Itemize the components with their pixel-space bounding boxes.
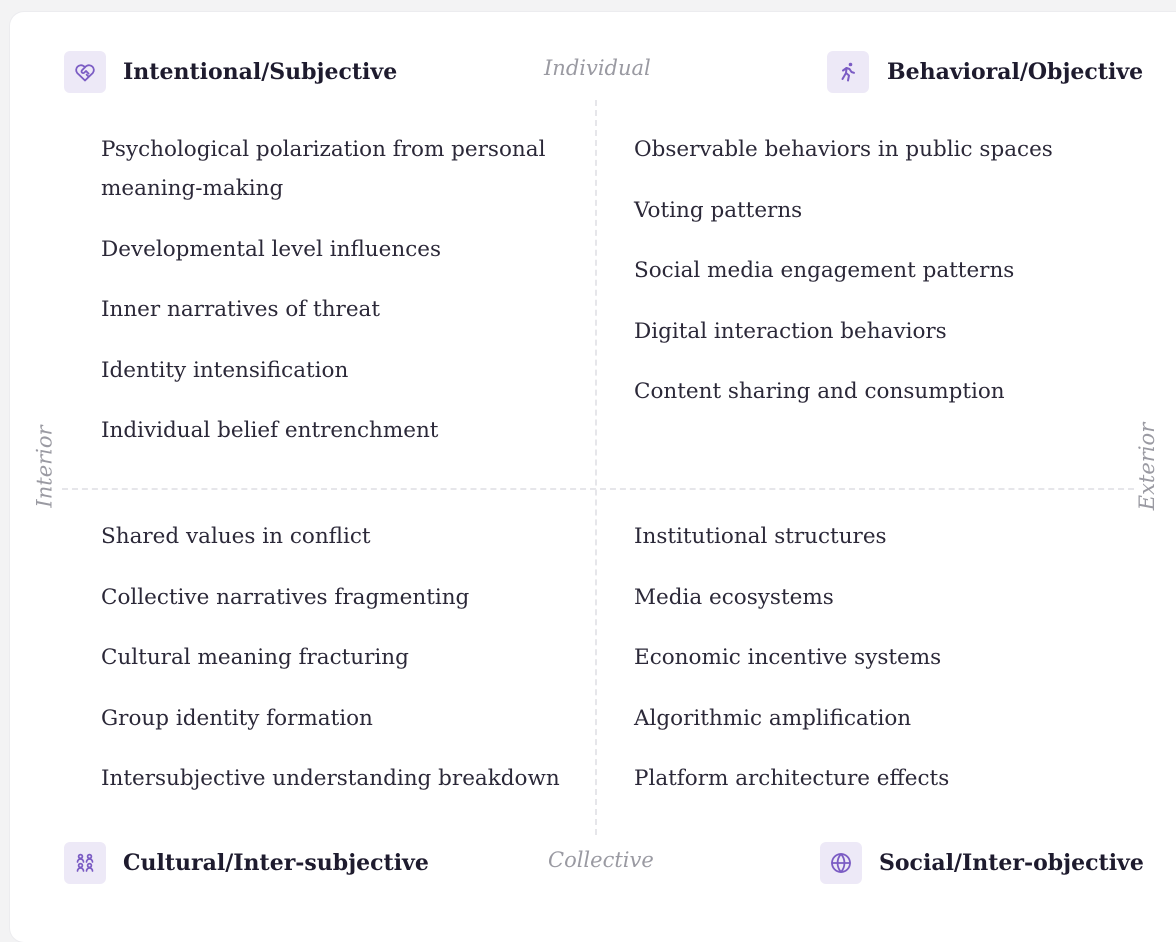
list-item: Developmental level influences	[101, 236, 442, 262]
list-item: Platform architecture effects	[634, 766, 950, 791]
list-item: Inner narratives of threat	[101, 297, 380, 322]
list-item: Observable behaviors in public spaces	[634, 137, 1053, 162]
axis-label-exterior: Exterior	[1135, 422, 1160, 511]
quadrant-list-behavioral: Observable behaviors in public spaces Vo…	[634, 130, 1104, 433]
quadrant-title-cultural: Cultural/Inter-subjective	[123, 850, 429, 876]
globe-icon	[820, 842, 862, 884]
quadrant-title-social: Social/Inter-objective	[879, 850, 1144, 876]
quadrant-list-cultural: Shared values in conflict Collective nar…	[101, 517, 581, 820]
axis-label-collective: Collective	[548, 848, 654, 872]
list-item: Shared values in conflict	[101, 524, 371, 549]
running-person-icon	[827, 51, 869, 93]
axis-label-individual: Individual	[544, 56, 651, 80]
quadrant-title-intentional: Intentional/Subjective	[123, 59, 398, 85]
list-item: Individual belief entrenchment	[101, 418, 439, 443]
quadrant-title-behavioral: Behavioral/Objective	[887, 59, 1144, 85]
list-item: Institutional structures	[634, 524, 887, 549]
horizontal-divider	[62, 488, 1134, 490]
quadrant-list-intentional: Psychological polarization from personal…	[101, 130, 571, 472]
list-item: Content sharing and consumption	[634, 379, 1005, 404]
group-icon	[64, 842, 106, 884]
list-item: Psychological polarization from personal…	[101, 137, 546, 201]
axis-label-interior: Interior	[32, 425, 57, 508]
list-item: Algorithmic amplification	[634, 705, 912, 731]
list-item: Cultural meaning fracturing	[101, 645, 409, 670]
vertical-divider	[595, 100, 597, 835]
list-item: Collective narratives fragmenting	[101, 584, 470, 610]
list-item: Digital interaction behaviors	[634, 318, 947, 344]
quadrant-list-social: Institutional structures Media ecosystem…	[634, 517, 1104, 820]
list-item: Voting patterns	[634, 197, 803, 223]
quadrant-card	[10, 12, 1176, 942]
list-item: Media ecosystems	[634, 584, 834, 610]
list-item: Identity intensification	[101, 357, 349, 383]
list-item: Economic incentive systems	[634, 645, 942, 670]
list-item: Intersubjective understanding breakdown	[101, 766, 560, 791]
list-item: Group identity formation	[101, 705, 373, 731]
list-item: Social media engagement patterns	[634, 258, 1015, 283]
heart-handshake-icon	[64, 51, 106, 93]
